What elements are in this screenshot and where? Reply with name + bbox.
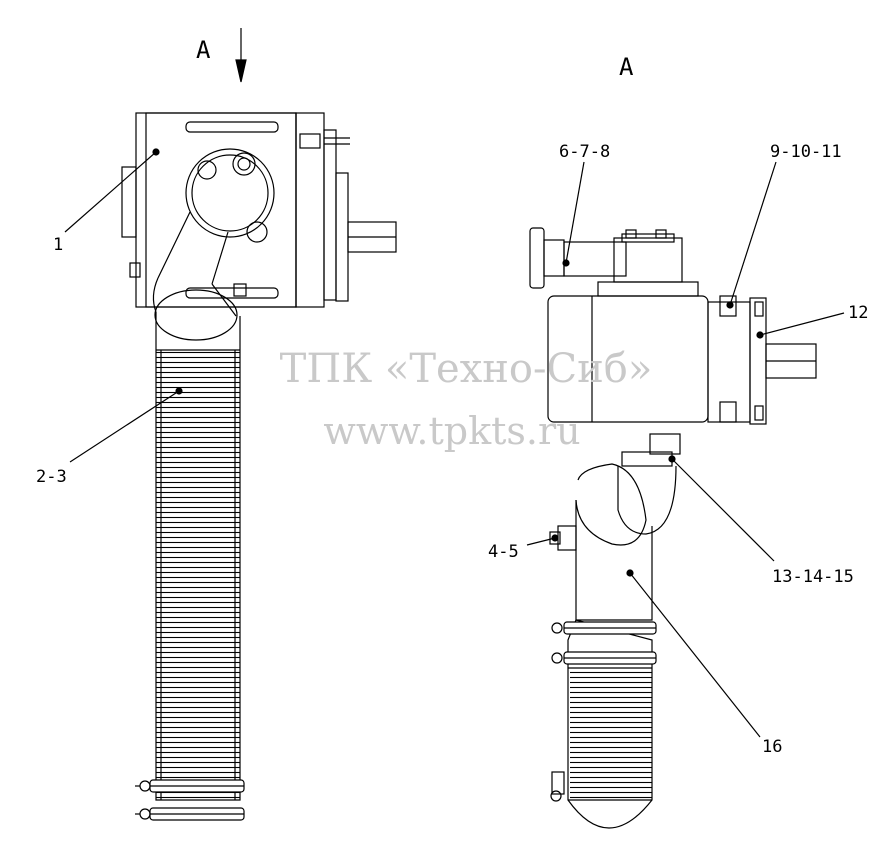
right-leaders bbox=[526, 161, 845, 738]
view-arrow-label: A bbox=[196, 36, 211, 64]
callout-16: 16 bbox=[762, 737, 782, 757]
corrugated-hose-right bbox=[550, 619, 657, 829]
corrugated-hose-left bbox=[155, 312, 241, 801]
elbow-flange bbox=[152, 148, 275, 341]
callout-12: 12 bbox=[848, 303, 868, 323]
left-leaders bbox=[64, 148, 183, 463]
callout-1: 1 bbox=[53, 235, 63, 255]
callout-2-3: 2-3 bbox=[36, 467, 67, 487]
callout-4-5: 4-5 bbox=[488, 542, 519, 562]
view-arrow bbox=[235, 28, 247, 83]
callout-9-10-11: 9-10-11 bbox=[770, 142, 842, 162]
hose-clamps-left bbox=[135, 779, 245, 821]
outlet-elbow bbox=[549, 433, 681, 621]
callout-13-14-15: 13-14-15 bbox=[772, 567, 854, 587]
pump-housing bbox=[121, 112, 397, 308]
view-title: A bbox=[619, 53, 634, 81]
callout-6-7-8: 6-7-8 bbox=[559, 142, 610, 162]
top-valve bbox=[529, 227, 699, 297]
watermark-url: www.tpkts.ru bbox=[323, 409, 580, 453]
left-view bbox=[64, 28, 397, 821]
right-view bbox=[526, 161, 845, 829]
watermark-company: ТПК «Техно-Сиб» bbox=[280, 346, 653, 392]
